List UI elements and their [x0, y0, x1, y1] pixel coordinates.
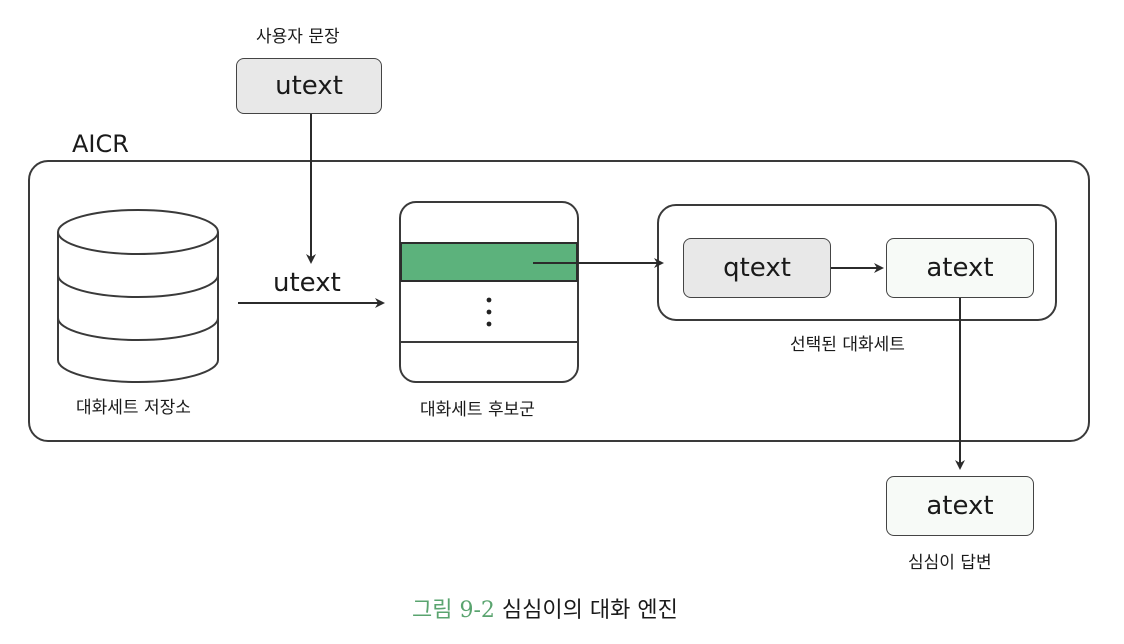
candidates-stack-icon — [399, 201, 579, 383]
arrow-utext-label: utext — [273, 268, 341, 298]
selected-set-label: 선택된 대화세트 — [790, 335, 905, 355]
database-label: 대화세트 저장소 — [76, 398, 191, 418]
figure-caption: 그림 9-2 심심이의 대화 엔진 — [412, 592, 678, 624]
answer-label: 심심이 답변 — [908, 553, 992, 573]
user-sentence-label: 사용자 문장 — [256, 27, 340, 47]
figure-title: 심심이의 대화 엔진 — [494, 598, 678, 623]
atext-output-box: atext — [886, 476, 1034, 536]
utext-input-box: utext — [236, 58, 382, 114]
qtext-box: qtext — [683, 238, 831, 298]
database-cylinder-icon — [57, 209, 219, 383]
candidates-label: 대화세트 후보군 — [420, 400, 535, 420]
aicr-container — [28, 160, 1090, 442]
aicr-label: AICR — [72, 130, 129, 158]
atext-inner-box: atext — [886, 238, 1034, 298]
figure-number: 그림 9-2 — [412, 598, 495, 623]
